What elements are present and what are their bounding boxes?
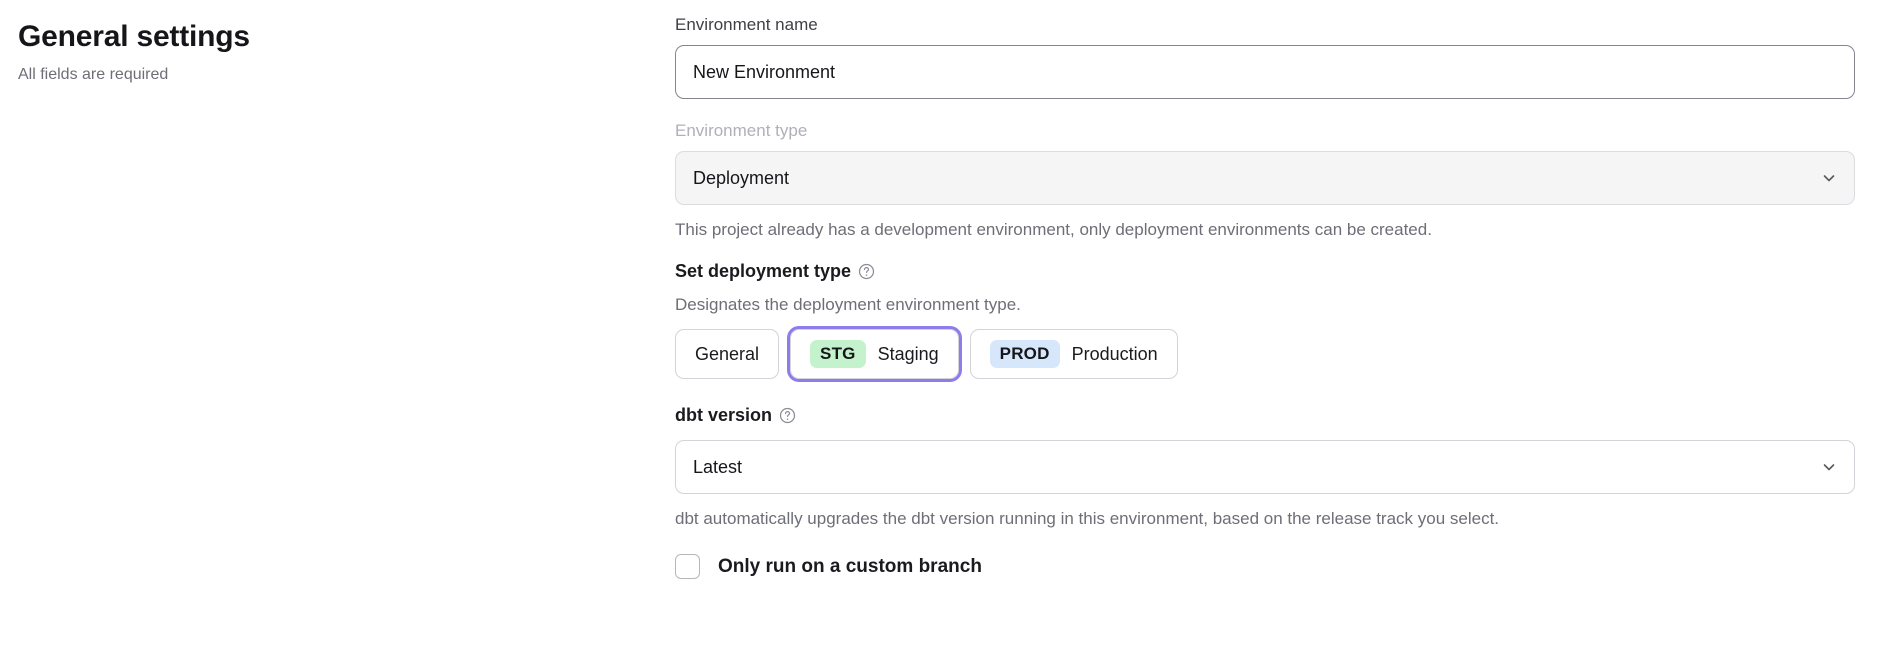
deployment-type-label-row: Set deployment type bbox=[675, 259, 1855, 283]
environment-name-field-group: Environment name bbox=[675, 14, 1855, 99]
deployment-type-option-staging[interactable]: STG Staging bbox=[790, 329, 959, 379]
page-subtitle: All fields are required bbox=[18, 66, 169, 83]
settings-form: Environment name Environment type Deploy… bbox=[675, 14, 1855, 579]
deployment-type-label: Set deployment type bbox=[675, 261, 852, 281]
production-badge: PROD bbox=[989, 340, 1060, 368]
environment-type-select[interactable]: Deployment bbox=[675, 151, 1855, 205]
environment-name-label: Environment name bbox=[675, 15, 818, 34]
deployment-type-option-production[interactable]: PROD Production bbox=[969, 329, 1178, 379]
deployment-type-option-production-label: Production bbox=[1071, 343, 1158, 364]
dbt-version-value: Latest bbox=[693, 456, 743, 477]
custom-branch-checkbox[interactable] bbox=[675, 554, 700, 579]
question-circle-icon[interactable] bbox=[779, 407, 796, 424]
environment-type-help-text: This project already has a development e… bbox=[675, 220, 1432, 239]
deployment-type-description: Designates the deployment environment ty… bbox=[675, 295, 1021, 314]
environment-type-field-group: Environment type Deployment This project… bbox=[675, 120, 1855, 241]
dbt-version-help-text: dbt automatically upgrades the dbt versi… bbox=[675, 509, 1500, 528]
custom-branch-label: Only run on a custom branch bbox=[718, 555, 982, 577]
deployment-type-option-staging-label: Staging bbox=[877, 343, 939, 364]
dbt-version-label: dbt version bbox=[675, 405, 773, 425]
deployment-type-option-general[interactable]: General bbox=[675, 329, 780, 379]
deployment-type-option-general-label: General bbox=[695, 343, 760, 364]
custom-branch-row: Only run on a custom branch bbox=[675, 554, 1855, 579]
staging-badge: STG bbox=[810, 340, 866, 368]
deployment-type-button-group: General STG Staging PROD Production bbox=[675, 329, 1855, 379]
question-circle-icon[interactable] bbox=[858, 263, 875, 280]
deployment-type-field-group: Set deployment type Designates the deplo… bbox=[675, 259, 1855, 379]
chevron-down-icon bbox=[1821, 459, 1837, 475]
environment-name-input[interactable] bbox=[675, 45, 1855, 99]
page-title: General settings bbox=[18, 20, 250, 53]
dbt-version-field-group: dbt version Latest dbt automati bbox=[675, 403, 1855, 530]
chevron-down-icon bbox=[1821, 170, 1837, 186]
dbt-version-label-row: dbt version bbox=[675, 403, 1855, 427]
environment-type-label: Environment type bbox=[675, 121, 808, 140]
environment-type-value: Deployment bbox=[693, 167, 790, 188]
settings-header: General settings All fields are required bbox=[18, 18, 538, 86]
dbt-version-select[interactable]: Latest bbox=[675, 440, 1855, 494]
